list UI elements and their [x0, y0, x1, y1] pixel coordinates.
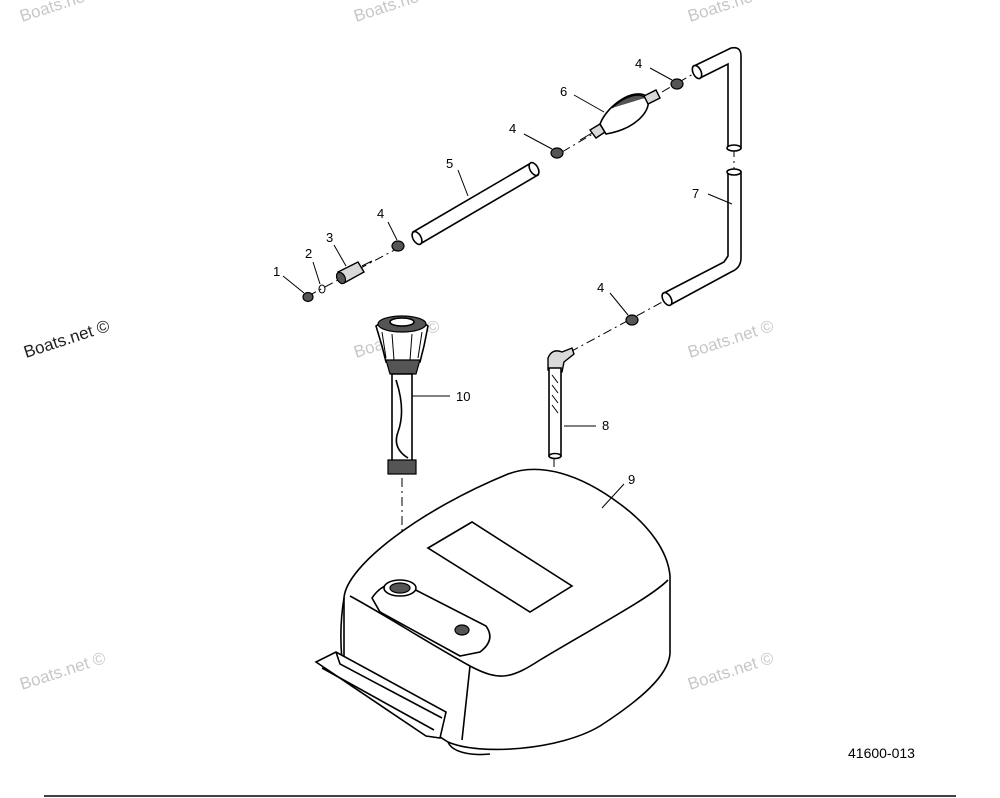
primer-bulb-part-6[interactable]	[579, 89, 661, 141]
fitting-icon	[670, 78, 684, 90]
tank-gauge-platform	[371, 582, 491, 657]
hose-end-right	[528, 161, 540, 177]
leader-9	[601, 483, 625, 509]
tank-handle-inner	[335, 651, 443, 719]
fuel-hose-icon	[411, 161, 540, 246]
hose-part-5[interactable]	[410, 161, 541, 246]
callout-5: 5	[446, 156, 453, 171]
nut-part-1[interactable]	[302, 291, 314, 303]
fuel-gauge-part-10[interactable]	[375, 315, 429, 475]
o-ring-part-2[interactable]	[318, 284, 326, 294]
connector-barb	[361, 260, 373, 267]
pickup-elbow	[547, 347, 575, 373]
callout-6: 6	[560, 84, 567, 99]
leader-5	[457, 169, 469, 197]
tank-gauge-hole	[389, 582, 411, 594]
leader-6	[573, 94, 605, 113]
primer-shading	[611, 94, 646, 109]
gauge-float-rod	[395, 379, 409, 459]
tank-label-plate	[426, 521, 574, 613]
fitting-part-4-b[interactable]	[550, 147, 564, 159]
bent-hose-upper	[692, 46, 742, 149]
leader-4d	[609, 292, 629, 316]
watermark-bottom-right: Boats.net ©	[685, 648, 776, 694]
callout-10: 10	[456, 389, 470, 404]
tank-pickup-hole	[454, 624, 470, 636]
callout-4a: 4	[377, 206, 384, 221]
fitting-icon	[625, 314, 639, 326]
assembly-line-primer-left	[561, 131, 597, 153]
leader-4c	[649, 67, 673, 81]
figure-number: 41600-013	[848, 745, 915, 761]
watermark-mid-right: Boats.net ©	[685, 316, 776, 362]
callout-9: 9	[628, 472, 635, 487]
gauge-base	[387, 459, 417, 475]
hose-lower-top-end	[726, 168, 742, 176]
fuel-pickup-tube-icon	[548, 367, 562, 457]
watermark-mid-left: Boats.net ©	[21, 316, 112, 362]
tank-handle-grip	[321, 667, 435, 731]
callout-7: 7	[692, 186, 699, 201]
pickup-bottom	[548, 452, 562, 460]
connector-end	[335, 271, 347, 285]
fuel-tank-icon	[343, 468, 671, 751]
tank-front-corner	[461, 665, 471, 741]
leader-1	[282, 275, 305, 294]
hose-part-7[interactable]	[660, 46, 742, 307]
hose-upper-end	[726, 144, 742, 152]
pickup-tube-part-8[interactable]	[547, 347, 575, 460]
leader-2	[312, 261, 321, 285]
hose-end-left	[411, 230, 423, 246]
fitting-part-4-a[interactable]	[391, 240, 405, 252]
tank-handle	[314, 651, 447, 739]
gauge-neck	[385, 359, 421, 375]
assembly-line-pickup-elbow	[569, 299, 667, 353]
tank-top-edge	[349, 579, 669, 677]
fuel-tank-part-9[interactable]	[314, 468, 671, 756]
leader-4b	[523, 133, 553, 150]
hose-upper-left-end	[691, 64, 703, 80]
fitting-icon	[550, 147, 564, 159]
leader-4a	[387, 221, 398, 241]
gauge-cap-center	[389, 317, 415, 327]
leader-3	[333, 244, 347, 267]
fitting-icon	[391, 240, 405, 252]
tank-bottom-lip	[447, 741, 491, 756]
watermark-bottom-left: Boats.net ©	[17, 648, 108, 694]
hose-lower-end	[661, 291, 673, 307]
callout-4d: 4	[597, 280, 604, 295]
callout-1: 1	[273, 264, 280, 279]
watermark-top-right: Boats.ne	[685, 0, 755, 26]
fuel-hose-icon	[662, 171, 742, 307]
primer-outlet	[643, 89, 661, 105]
nut-icon	[302, 291, 314, 303]
fitting-part-4-d[interactable]	[625, 314, 639, 326]
gauge-stem	[391, 373, 413, 463]
callout-8: 8	[602, 418, 609, 433]
leader-7	[707, 193, 733, 205]
leader-lines	[282, 67, 733, 509]
primer-inlet-barb	[579, 132, 593, 141]
pickup-hatching	[551, 374, 559, 414]
watermark-top-center: Boats.ne	[351, 0, 421, 26]
fitting-part-4-c[interactable]	[670, 78, 684, 90]
callout-3: 3	[326, 230, 333, 245]
callout-4b: 4	[509, 121, 516, 136]
callouts: 1 2 3 4 4 4 4 5 6 7 8 9 10	[273, 56, 699, 487]
watermark-top-left: Boats.ne	[17, 0, 87, 26]
connector-part-3[interactable]	[335, 260, 373, 285]
callout-4c: 4	[635, 56, 642, 71]
o-ring-icon	[318, 284, 326, 294]
gauge-cap-ribs	[381, 331, 423, 361]
callout-2: 2	[305, 246, 312, 261]
